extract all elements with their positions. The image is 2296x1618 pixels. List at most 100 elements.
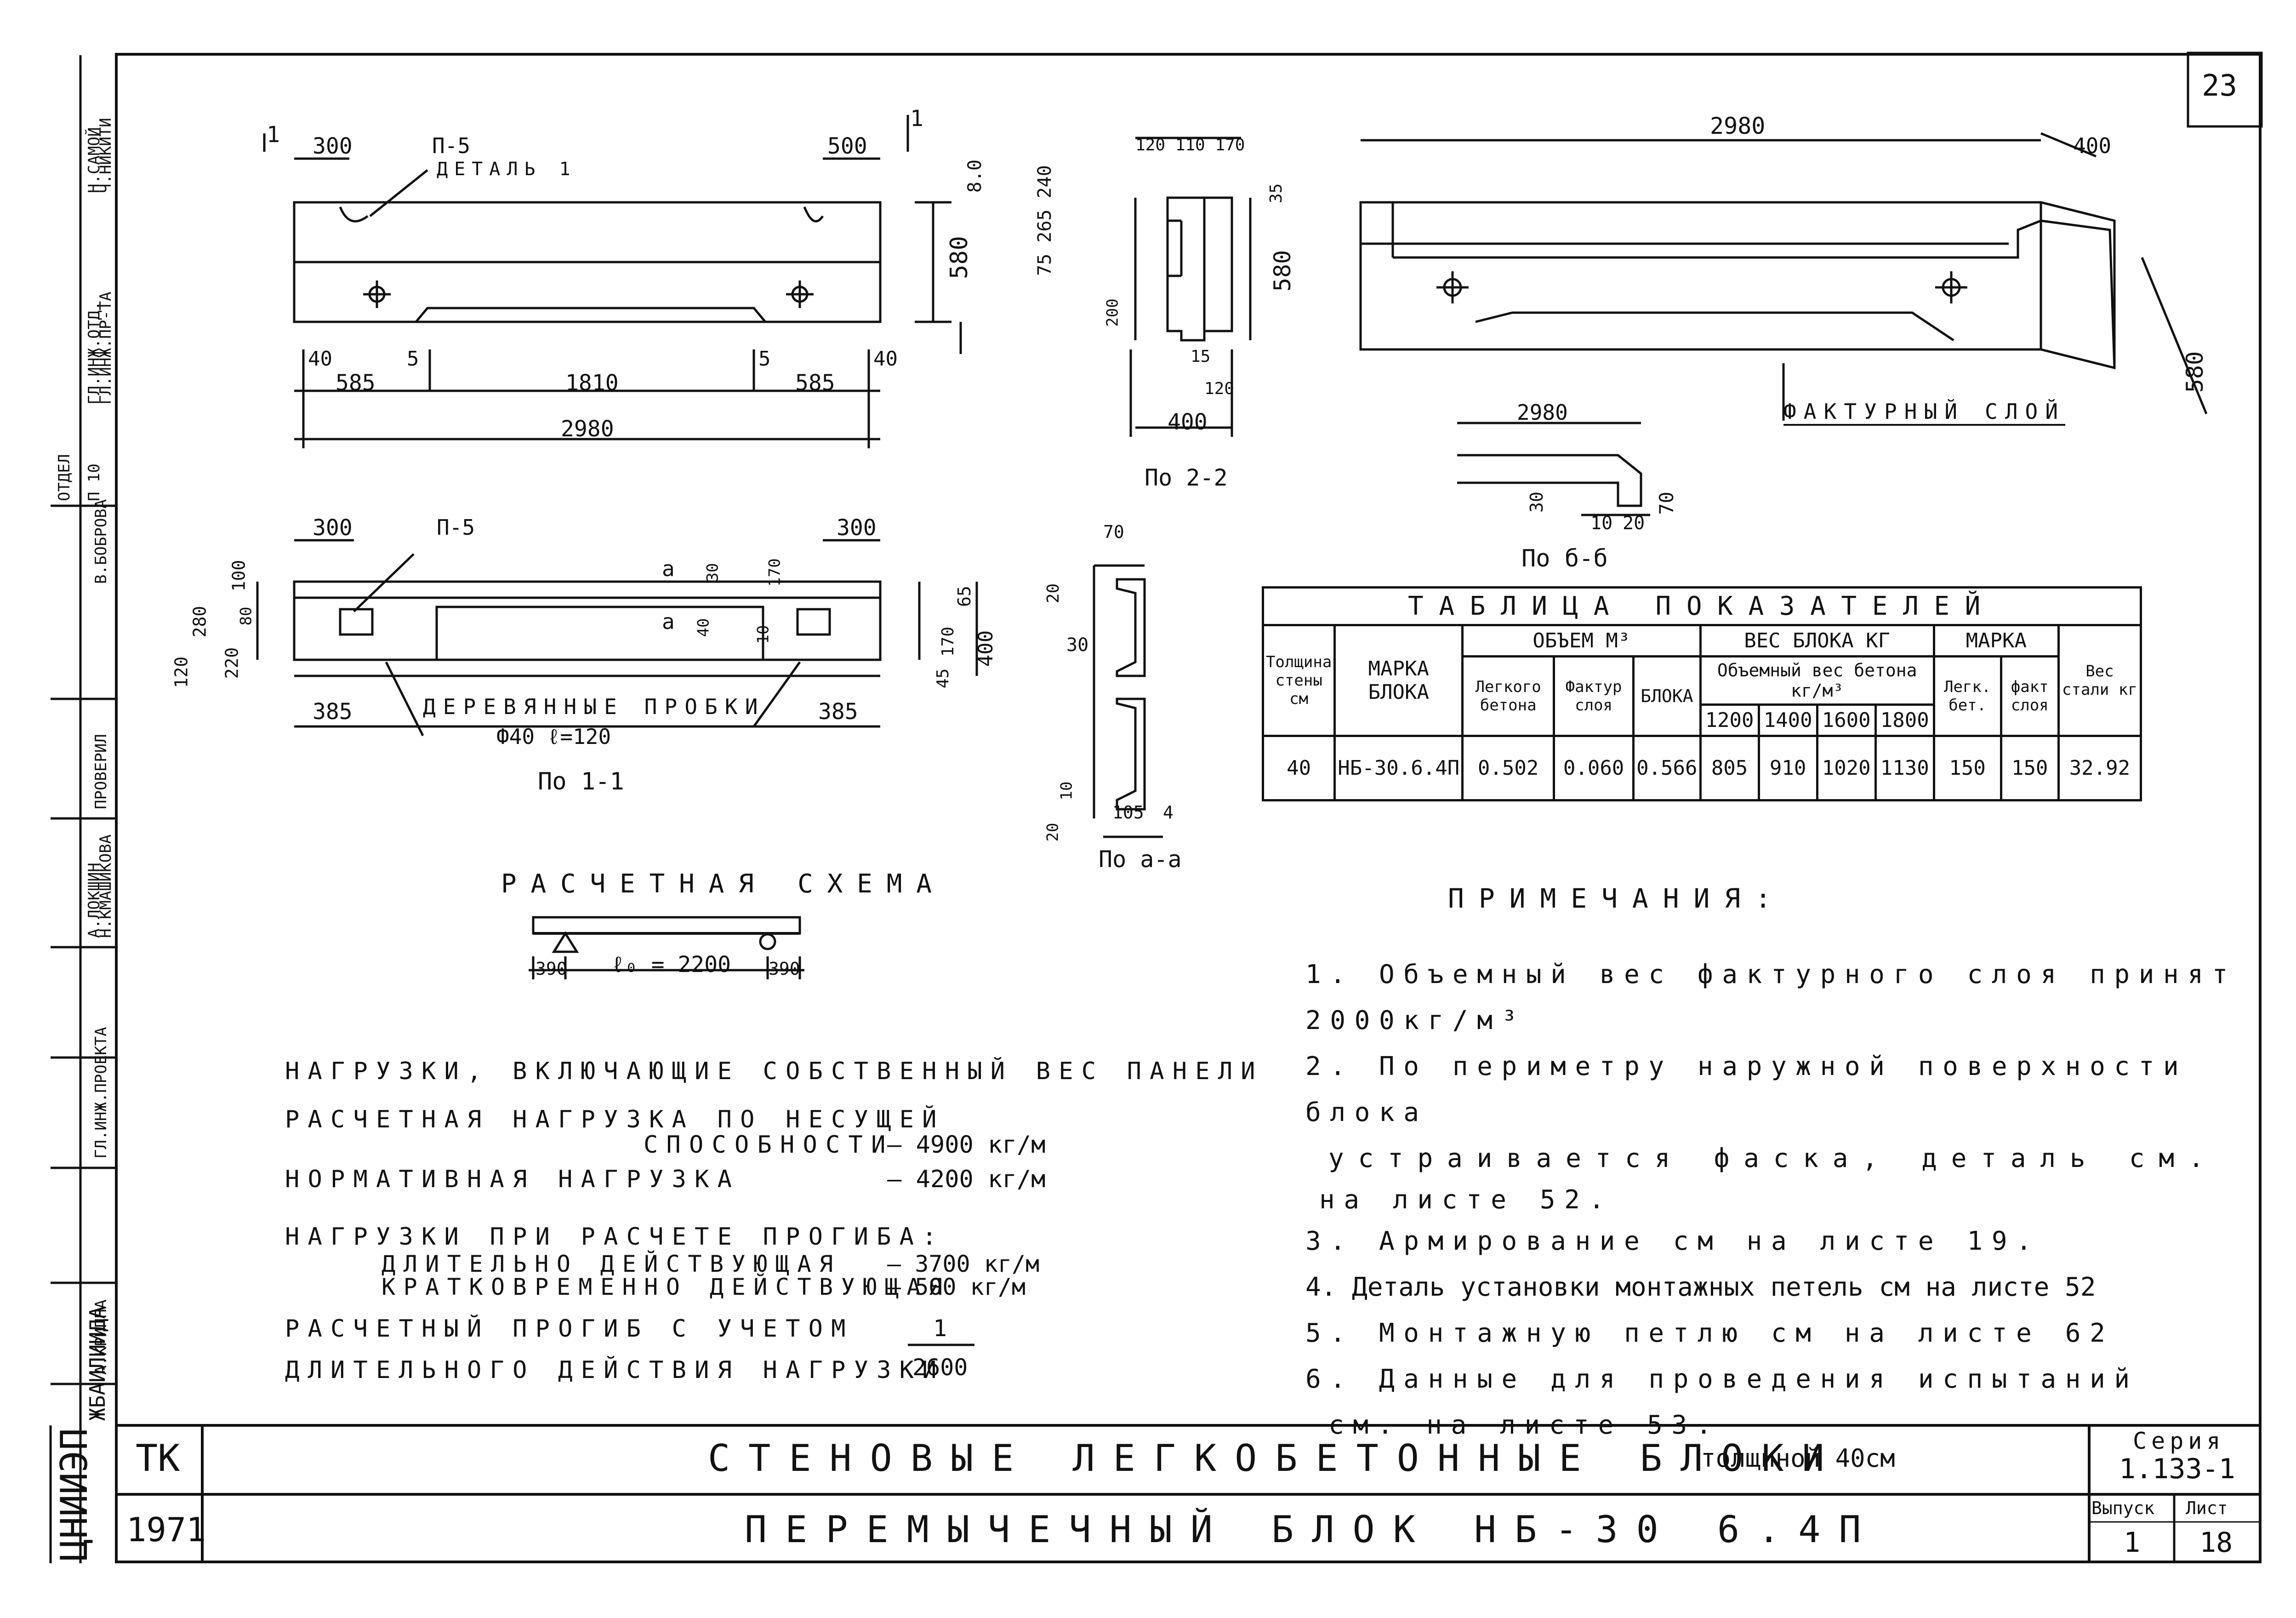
th-weight: ВЕС БЛОКА КГ [1699,624,1935,657]
issue-value: 1 [2124,1527,2141,1559]
th-facing: Фактур слоя [1553,655,1635,737]
dim-5-right: 5 [758,347,771,371]
deflection-numerator: 1 [933,1315,947,1342]
dim-5-left: 5 [407,347,419,371]
aa-dim-20-bottom: 20 [1043,823,1062,842]
s11-dim-170: 170 [939,626,958,657]
cell-grade-fact: 150 [2000,735,2060,801]
iso-dim-2980: 2980 [1710,113,1766,139]
s11-dim-385-left: 385 [313,699,353,725]
note-6: 6. Данные для проведения испытаний [1305,1364,2139,1394]
cell-vol-light: 0.502 [1461,735,1555,801]
sheet-number: 23 [2202,69,2238,103]
note-6-cont: см. на листе 53. [1328,1410,1721,1440]
s11-dim-385-right: 385 [818,699,858,725]
aa-dim-10: 10 [1057,781,1076,800]
loads-short-val: — 500 кг/м [887,1274,1026,1300]
th-density-1800: 1800 [1874,703,1935,737]
sec22-dim-35: 35 [1267,183,1286,204]
strip-name-5: Н.КМАШИКОВА [97,834,115,938]
sec22-dim-200: 200 [1103,298,1122,327]
sheet-label: Лист [2186,1498,2228,1518]
scheme-span: ℓ₀ = 2200 [611,952,731,978]
th-volume: ОБЪЕМ М³ [1461,624,1702,657]
bb-dim-2980: 2980 [1517,400,1568,425]
dim-40-right: 40 [873,347,898,371]
th-density-1600: 1600 [1816,703,1877,737]
issue-label: Выпуск [2091,1498,2155,1518]
cell-thickness: 40 [1261,735,1336,801]
s11-dim-300-left: 300 [313,515,353,541]
s11-callout-p5: П-5 [437,515,475,540]
s11-mark-a-top: а [662,556,675,581]
s11-dim-10: 10 [754,625,773,644]
sec22-dim-400: 400 [1168,409,1208,435]
note-5: 5. Монтажную петлю см на листе 62 [1305,1318,2114,1348]
th-density-1400: 1400 [1757,703,1818,737]
wood-plugs-size: Ф40 ℓ=120 [496,724,611,749]
strip-chief-proj-2: ГЛ.ИНЖ.ПРОЕКТА [92,1027,110,1159]
th-density-1200: 1200 [1699,703,1760,737]
s11-dim-120: 120 [171,656,192,688]
deflection-1: РАСЧЕТНЫЙ ПРОГИБ С УЧЕТОМ [285,1315,854,1343]
notes-list: 1. Объемный вес фактурного слоя принят 2… [1305,952,2296,1448]
s11-dim-170b: 170 [765,558,784,587]
label-facing-layer: ФАКТУРНЫЙ СЛОЙ [1783,399,2066,426]
th-grade-light: Легк. бет. [1932,655,2002,737]
series-label: Серия [2133,1428,2225,1454]
cell-w-1200: 805 [1699,735,1760,801]
cell-grade-light: 150 [1932,735,2002,801]
aa-dim-4: 4 [1163,802,1174,823]
scheme-left: 390 [536,959,567,979]
th-light-concrete: Легкого бетона [1461,655,1555,737]
sec22-dim-580: 580 [1269,250,1296,292]
s11-dim-65: 65 [954,586,974,607]
aa-dim-70: 70 [1103,522,1124,542]
dim-585-left: 585 [336,370,376,396]
cell-steel: 32.92 [2057,735,2142,801]
dim-top-offset: 8.0 [964,159,986,193]
detail-1-label: ДЕТАЛЬ 1 [437,159,577,180]
bb-dim-10: 10 [1590,513,1613,534]
s11-dim-80: 80 [237,606,256,626]
s11-dim-220: 220 [222,647,242,679]
dim-1810: 1810 [565,370,619,396]
iso-dim-400: 400 [2073,133,2112,158]
title-org: ТК [136,1437,180,1480]
note-4: 4. Деталь установки монтажных петель см … [1305,1272,2096,1302]
s11-dim-30: 30 [703,563,722,582]
sec22-caption: По 2-2 [1145,464,1228,491]
note-2-cont-2: на листе 52. [1319,1185,1613,1215]
dim-300-top: 300 [313,133,353,159]
cell-vol-fact: 0.060 [1553,735,1635,801]
title-year: 1971 [126,1510,206,1549]
sheet-frame [115,53,2262,1563]
deflection-2: ДЛИТЕЛЬНОГО ДЕЙСТВИЯ НАГРУЗКИ [285,1356,945,1384]
dim-585-right: 585 [795,370,835,396]
loads-long: ДЛИТЕЛЬНО ДЕЙСТВУЮЩАЯ [382,1251,841,1277]
sec22-left-dims: 75 265 240 [1034,165,1055,276]
bb-caption: По б-б [1521,545,1608,572]
dim-2980-plan: 2980 [561,416,614,442]
note-3: 3. Армирование см на листе 19. [1305,1226,2041,1256]
table-title: ТАБЛИЦА ПОКАЗАТЕЛЕЙ [1262,586,2142,626]
section-mark-left: 1 [267,122,280,148]
th-block: БЛОКА [1632,655,1702,737]
s11-mark-a-bottom: а [662,609,675,634]
strip-dept: ОТДЕЛ [55,454,74,501]
indicators-table: ТАБЛИЦА ПОКАЗАТЕЛЕЙ Толщина стены см МАР… [1261,586,2142,801]
notes-title: ПРИМЕЧАНИЯ: [1448,883,1786,914]
title-line-1b: толщиной 40см [1701,1444,1895,1473]
strip-name-2: Ч.НИКИТИ [97,118,115,193]
loads-short: КРАТКОВРЕМЕННО ДЕЙСТВУЮЩАЯ [382,1274,951,1300]
th-grade-fact: факт слоя [2000,655,2060,737]
strip-chief-proj: ГЛ.ИНЖ.ПР-ТА [97,292,115,405]
loads-deflection: НАГРУЗКИ ПРИ РАСЧЕТЕ ПРОГИБА: [285,1223,945,1251]
note-2: 2. По периметру наружной поверхности бло… [1305,1052,2188,1127]
sheet-value: 18 [2199,1527,2233,1559]
strip-dept-num: П 10 [85,463,103,501]
dim-580-plan: 580 [945,236,973,279]
s11-dim-300-right: 300 [837,515,877,541]
loads-long-val: — 3700 кг/м [887,1251,1040,1277]
